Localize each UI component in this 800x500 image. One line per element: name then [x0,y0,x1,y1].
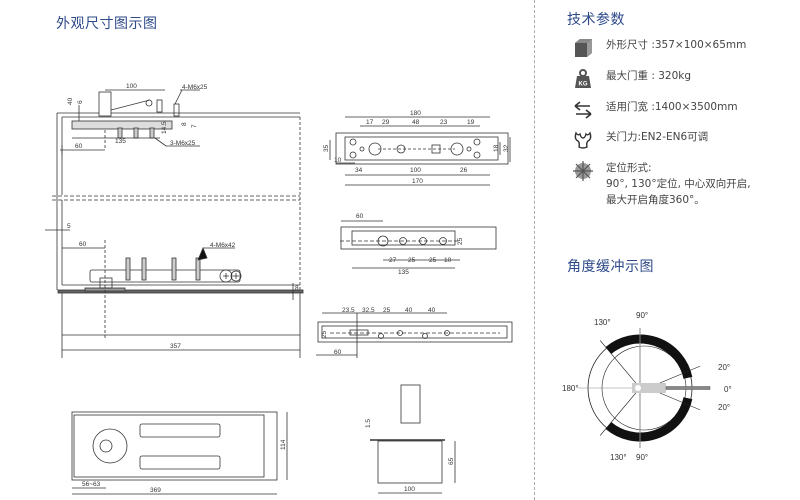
spring-force-icon [572,129,594,151]
angle-label-top90: 90° [636,311,648,320]
dimension-label: 170 [412,178,423,185]
plate-lower-view [316,312,513,358]
positioning-wheel-icon [572,160,594,182]
plate-top-view [329,116,511,186]
dimension-label: 32 [503,144,510,152]
dimension-label: 27 [389,257,397,264]
door-arm [665,386,711,390]
buffer-arc-lower [605,397,693,442]
technical-drawing: 1004061356014.5874-M6x253-M6x2556083574-… [45,83,513,495]
angle-label-r20a: 20° [718,363,730,372]
dimension-label: 180 [410,110,421,117]
buffer-arc-upper [605,334,693,379]
spec-text: 定位形式: 90°, 130°定位, 中心双向开启, 最大开启角度360°。 [606,162,751,206]
swap-arrows-icon [572,99,594,121]
dimension-label: 135 [115,138,126,145]
dimension-label: 3-M6x25 [170,140,196,147]
dimension-label: 135 [398,269,409,276]
line-130-lower [599,387,641,436]
dimension-label: 34 [355,167,363,174]
dimension-label: 65 [448,457,455,465]
weight-badge: KG [579,82,588,88]
spec-item-closing-force: 关门力:EN2-EN6可调 [572,129,708,151]
dimension-label: 14.5 [161,121,168,134]
dimension-label: 17 [366,119,374,126]
dimension-label: 48 [412,119,420,126]
weight-kg-icon: KG [572,68,594,90]
dimension-label: 4-M6x42 [210,242,236,249]
line-20-upper [659,365,701,384]
dimension-label: 8 [181,122,188,126]
body-side-view [370,384,456,494]
spec-text: 外形尺寸 :357×100×65mm [606,39,747,51]
angle-diagram-title: 角度缓冲示图 [567,259,654,275]
spec-item-dimensions: 外形尺寸 :357×100×65mm [572,37,746,59]
dimension-label: 1.5 [365,419,372,428]
angle-label-bot130: 130° [610,453,627,462]
dimension-label: 369 [150,487,161,494]
angle-label-bot90: 90° [636,453,648,462]
line-130-upper [599,340,641,389]
dimension-label: 23.5 [342,307,355,314]
dimension-label: 8 [295,285,299,292]
tech-spec-title: 技术参数 [567,12,625,28]
dimension-label: 25 [321,330,328,338]
dimension-label: 6 [77,100,84,104]
angle-label-left180: 180° [562,384,579,393]
dimension-label: 25 [408,257,416,264]
dimension-label: 40 [67,97,74,105]
dimension-label: 60 [79,241,87,248]
dimension-label: 4-M6x25 [182,84,208,91]
dimension-label: 60 [334,349,342,356]
dimension-label: 35 [323,144,330,152]
angle-label-r20b: 20° [718,403,730,412]
angle-label-top130: 130° [594,318,611,327]
dimension-label: 18 [493,144,500,152]
dimension-label: 40 [405,307,413,314]
dimension-label: 114 [280,439,287,450]
spec-text: 适用门宽 :1400×3500mm [606,101,738,113]
dimension-label: 23 [440,119,448,126]
spec-text: 关门力:EN2-EN6可调 [606,131,709,143]
dimension-label: 100 [404,486,415,493]
dimension-label: 19 [467,119,475,126]
dimension-label: 7 [191,124,198,128]
dimension-label: 5 [67,223,71,230]
body-top-view [71,411,288,495]
spec-text: 最大门重 : 320kg [606,70,691,82]
spec-item-positioning: 定位形式: 90°, 130°定位, 中心双向开启, 最大开启角度360°。 [572,160,751,208]
dimension-label: 26 [460,167,468,174]
plate-middle-view [340,220,497,269]
dimension-label: 25 [383,307,391,314]
dimension-label: 60 [356,213,364,220]
cube-icon [572,37,594,59]
dimension-label: 40 [428,307,436,314]
dimension-diagram-title: 外观尺寸图示图 [56,16,158,32]
spec-item-max-weight: KG 最大门重 : 320kg [572,68,691,90]
dimension-label: 60 [75,143,83,150]
pivot-arm [632,383,666,393]
dimension-label: 10 [444,257,452,264]
dimension-label: 32.5 [362,307,375,314]
spec-item-door-width: 适用门宽 :1400×3500mm [572,99,738,121]
dimension-label: 10 [334,157,342,164]
dimension-label: 100 [126,83,137,90]
section-divider [534,0,535,500]
dimension-label: 56~63 [82,481,101,488]
dimension-label: 25 [457,237,464,245]
dimension-label: 29 [382,119,390,126]
dimension-label: 25 [429,257,437,264]
line-20-lower [659,392,701,411]
dimension-label: 357 [170,343,181,350]
pivot-hole [635,385,641,391]
dimension-label: 100 [410,167,421,174]
angle-buffer-dial: 90° 130° 180° 130° 90° 20° 0° 20° [562,311,732,462]
side-elevation-view [45,89,304,358]
angle-label-r0: 0° [724,385,732,394]
